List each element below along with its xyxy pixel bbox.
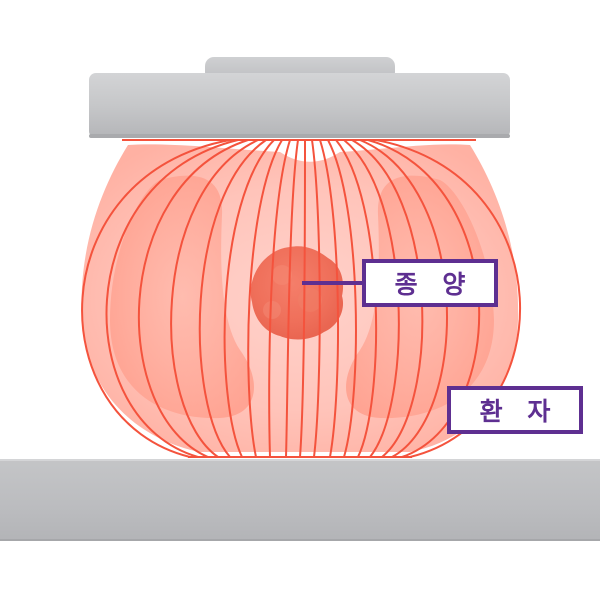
left-lobe <box>110 175 254 419</box>
patient-label-text: 환 자 <box>479 397 559 426</box>
tumor <box>250 246 344 340</box>
compression-paddle <box>89 57 510 138</box>
detector-plate <box>0 459 600 541</box>
red-field-lines <box>81 139 522 458</box>
tumor-label: 종 양 <box>362 259 498 307</box>
tumor-label-text: 종 양 <box>394 270 474 299</box>
patient-label: 환 자 <box>447 386 583 434</box>
